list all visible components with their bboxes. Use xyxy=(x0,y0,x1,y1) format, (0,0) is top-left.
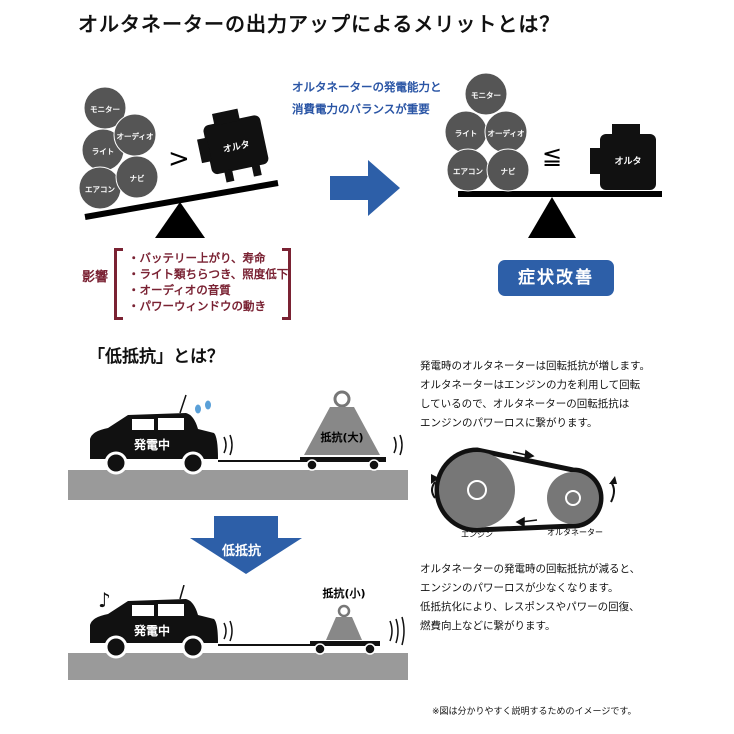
effect-label: 影響 xyxy=(82,270,109,285)
alternator-pulley xyxy=(547,472,599,524)
svg-text:抵抗(大): 抵抗(大) xyxy=(320,430,363,444)
belt xyxy=(434,447,604,533)
fulcrum xyxy=(528,197,576,238)
seesaw-unbalanced: モニター ライト オーディオ エアコン ナビ > オルタ xyxy=(78,86,279,238)
seesaw-beam xyxy=(84,180,279,220)
engine-label: エンジン xyxy=(461,530,493,539)
seesaw-balanced: モニター ライト オーディオ エアコン ナビ ≦ オルタ xyxy=(444,72,662,238)
right-arrow-icon xyxy=(330,160,400,216)
small-weight-label: 抵抗(小) xyxy=(322,586,365,600)
bracket-left xyxy=(114,248,123,320)
page-title: オルタネーターの出力アップによるメリットとは？ xyxy=(78,12,561,36)
effect-list: ・バッテリー上がり、寿命 ・ライト類ちらつき、照度低下 ・オーディオの音質 ・パ… xyxy=(128,250,288,314)
effect-item: ・オーディオの音質 xyxy=(128,283,231,297)
greater-than-sign: > xyxy=(168,144,190,174)
music-note-icon: ♪ xyxy=(98,588,111,612)
ground xyxy=(68,653,408,680)
svg-text:エアコン: エアコン xyxy=(453,167,483,176)
ball-aircon: エアコン xyxy=(85,185,115,194)
balance-caption: オルタネーターの発電能力と 消費電力のバランスが重要 xyxy=(292,80,442,116)
explanation-text-1: 発電時のオルタネーターは回転抵抗が増します。 オルタネーターはエンジンの力を利用… xyxy=(420,360,650,429)
improvement-badge: 症状改善 xyxy=(498,260,614,296)
alternator-icon: オルタ xyxy=(590,124,656,190)
engine-pulley xyxy=(439,452,515,528)
svg-text:オーディオ: オーディオ xyxy=(488,128,525,138)
ball-navi: ナビ xyxy=(130,173,145,183)
ball-audio: オーディオ xyxy=(117,131,154,141)
car-scene-low-resistance: ♪ 発電中 抵抗(小) xyxy=(68,585,408,680)
explanation-text-2: オルタネーターの発電時の回転抵抗が減ると、 エンジンのパワーロスが少なくなります… xyxy=(420,563,641,632)
effect-item: ・バッテリー上がり、寿命 xyxy=(128,251,266,265)
small-weight-icon xyxy=(326,604,362,640)
svg-text:発電中: 発電中 xyxy=(133,623,170,638)
pulley-diagram: エンジン オルタネーター xyxy=(431,447,617,539)
less-equal-sign: ≦ xyxy=(542,142,562,170)
svg-text:オルタ: オルタ xyxy=(614,155,641,167)
car-icon: 発電中 xyxy=(90,394,218,475)
effect-item: ・ライト類ちらつき、照度低下 xyxy=(128,267,289,281)
section-title: 「低抵抗」とは？ xyxy=(88,347,224,367)
svg-text:ライト: ライト xyxy=(455,129,478,138)
effect-item: ・パワーウィンドウの動き xyxy=(128,299,266,313)
ball-monitor: モニター xyxy=(90,104,120,114)
alternator-icon: オルタ xyxy=(197,108,269,183)
cart xyxy=(300,457,386,462)
footnote: ※図は分かりやすく説明するためのイメージです。 xyxy=(432,707,637,717)
svg-text:ナビ: ナビ xyxy=(501,166,516,176)
load-balls: モニター ライト オーディオ エアコン ナビ xyxy=(444,72,530,192)
strain-marks-icon xyxy=(223,434,233,456)
svg-text:発電中: 発電中 xyxy=(133,437,170,452)
ball-light: ライト xyxy=(92,147,115,156)
fulcrum xyxy=(155,202,205,238)
load-balls: モニター ライト オーディオ エアコン ナビ xyxy=(78,86,159,210)
ground xyxy=(68,470,408,500)
big-weight-icon: 抵抗(大) xyxy=(304,390,380,455)
alternator-label: オルタネーター xyxy=(547,528,603,537)
car-icon: 発電中 xyxy=(90,585,218,659)
svg-text:モニター: モニター xyxy=(471,90,501,100)
down-arrow-icon xyxy=(190,516,302,574)
car-scene-high-resistance: 発電中 抵抗(大) xyxy=(68,390,408,500)
bracket-right xyxy=(282,248,291,320)
low-resistance-label: 低抵抗 xyxy=(222,544,262,559)
cart xyxy=(310,641,380,646)
sweat-drops-icon xyxy=(195,400,211,414)
